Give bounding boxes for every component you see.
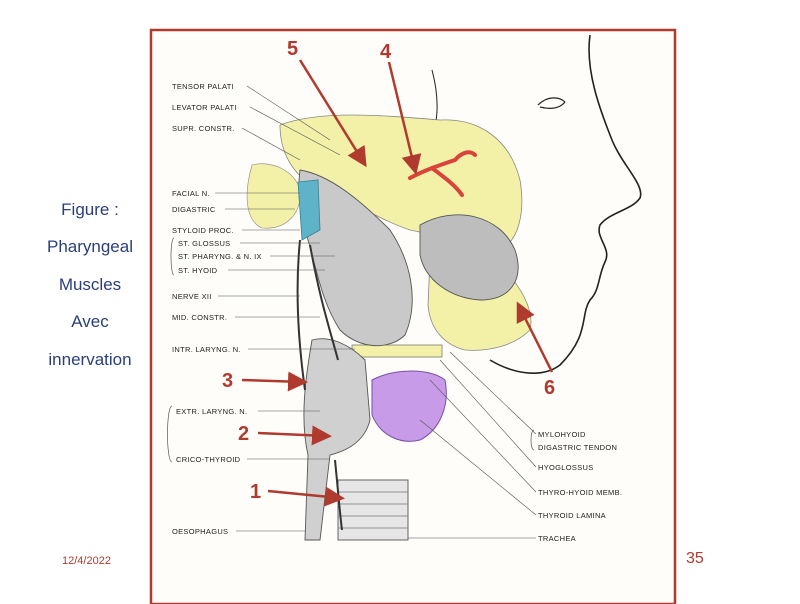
left-labels: TENSOR PALATI LEVATOR PALATI SUPR. CONST… bbox=[167, 82, 355, 536]
page-number: 35 bbox=[686, 550, 704, 567]
label-digastric-tendon: DIGASTRIC TENDON bbox=[538, 443, 617, 452]
label-mylohyoid: MYLOHYOID bbox=[538, 430, 586, 439]
thyroid-lamina bbox=[371, 370, 447, 442]
label-mid-constr: MID. CONSTR. bbox=[172, 313, 227, 322]
label-supr-constr: SUPR. CONSTR. bbox=[172, 124, 235, 133]
svg-text:3: 3 bbox=[222, 370, 233, 392]
label-styloid-proc: STYLOID PROC. bbox=[172, 226, 234, 235]
artery bbox=[408, 150, 477, 197]
styloid-process bbox=[297, 179, 321, 241]
svg-text:2: 2 bbox=[238, 423, 249, 445]
label-oesophagus: OESOPHAGUS bbox=[172, 527, 228, 536]
label-st-pharyng: ST. PHARYNG. & N. IX bbox=[178, 252, 262, 261]
eye bbox=[537, 97, 566, 109]
hyoid-band bbox=[351, 344, 443, 358]
label-hyoglossus: HYOGLOSSUS bbox=[538, 463, 594, 472]
label-thyroid-lamina: THYROID LAMINA bbox=[538, 511, 606, 520]
caption-line-4: Avec bbox=[71, 312, 109, 331]
label-digastric: DIGASTRIC bbox=[172, 205, 216, 214]
larynx-column bbox=[303, 338, 371, 541]
label-st-hyoid: ST. HYOID bbox=[178, 266, 218, 275]
svg-text:6: 6 bbox=[544, 377, 555, 399]
label-tensor-palati: TENSOR PALATI bbox=[172, 82, 234, 91]
marker-5: 5 bbox=[287, 38, 367, 168]
label-thyro-hyoid-memb: THYRO-HYOID MEMB. bbox=[538, 488, 622, 497]
label-trachea: TRACHEA bbox=[538, 534, 576, 543]
yellow-neck-region bbox=[246, 163, 301, 229]
marker-3: 3 bbox=[222, 370, 308, 392]
svg-text:5: 5 bbox=[287, 38, 298, 60]
marker-6: 6 bbox=[516, 301, 555, 399]
label-extr-laryng: EXTR. LARYNG. N. bbox=[176, 407, 247, 416]
caption-line-3: Muscles bbox=[58, 275, 122, 294]
caption-line-5: innervation bbox=[48, 350, 132, 369]
svg-text:1: 1 bbox=[250, 481, 261, 503]
caption-line-2: Pharyngeal bbox=[46, 237, 133, 256]
right-labels: MYLOHYOID DIGASTRIC TENDON HYOGLOSSUS TH… bbox=[408, 351, 622, 543]
marker-1: 1 bbox=[250, 481, 345, 507]
label-levator-palati: LEVATOR PALATI bbox=[172, 103, 237, 112]
marker-2: 2 bbox=[238, 423, 332, 446]
label-facial-n: FACIAL N. bbox=[172, 189, 210, 198]
label-st-glossus: ST. GLOSSUS bbox=[178, 239, 230, 248]
trachea bbox=[337, 479, 409, 541]
slide-date: 12/4/2022 bbox=[62, 555, 111, 567]
caption-line-1: Figure : bbox=[61, 200, 119, 219]
face-profile bbox=[489, 34, 642, 374]
label-crico-thyroid: CRICO-THYROID bbox=[176, 455, 241, 464]
label-nerve-xii: NERVE XII bbox=[172, 292, 212, 301]
svg-text:4: 4 bbox=[380, 41, 392, 63]
label-intr-laryng: INTR. LARYNG. N. bbox=[172, 345, 241, 354]
trachea-rings bbox=[338, 491, 408, 529]
tongue-muscle bbox=[419, 214, 519, 301]
marker-4: 4 bbox=[380, 41, 422, 175]
